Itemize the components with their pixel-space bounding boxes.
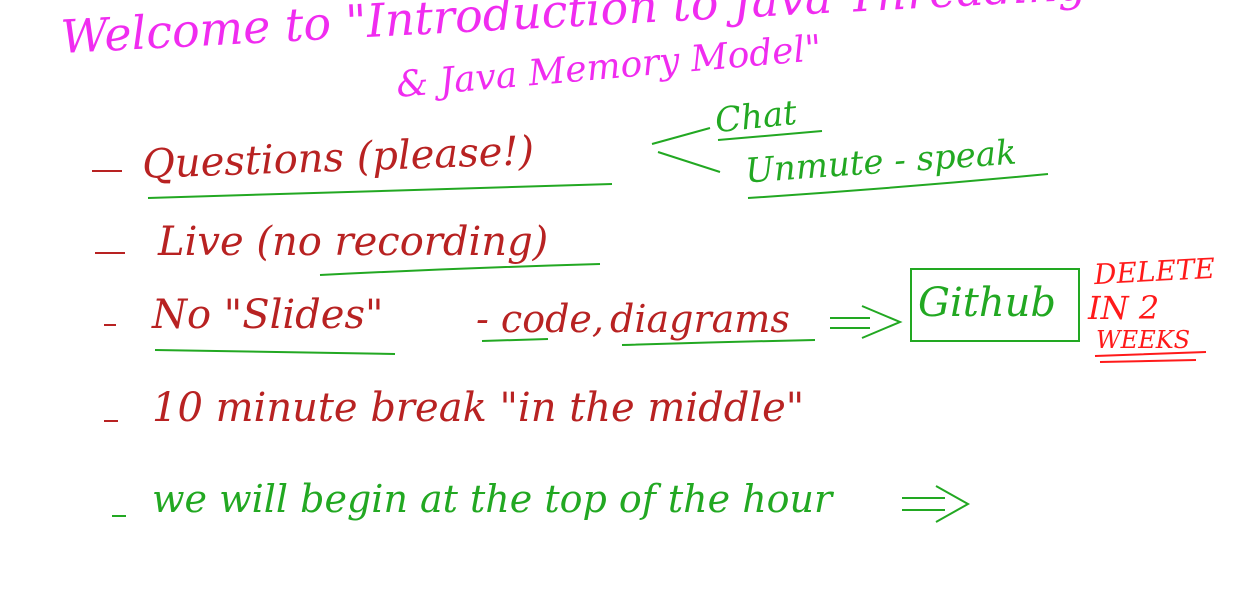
bullet-dash: [92, 170, 122, 172]
arrow-github-icon: [830, 305, 903, 339]
bullet-dash: [104, 324, 116, 326]
arrow-begin-icon: [902, 485, 971, 523]
item-code: - code,: [476, 297, 604, 341]
underline-chat: [717, 130, 823, 141]
arrow-unmute-icon: [657, 151, 721, 173]
arrow-chat-icon: [651, 127, 711, 145]
bullet-dash: [112, 515, 126, 517]
bullet-dash: [95, 252, 125, 254]
item-diagrams: diagrams: [610, 297, 790, 341]
bullet-dash: [104, 420, 118, 422]
item-begin: we will begin at the top of the hour: [152, 477, 833, 521]
github-label: Github: [918, 280, 1056, 326]
underline-slides: [154, 349, 396, 355]
delete-note-line-2: IN 2: [1088, 289, 1160, 327]
underline-recording: [319, 263, 601, 276]
delete-note-line-3: WEEKS: [1096, 326, 1191, 354]
github-box: [910, 268, 1080, 342]
item-break: 10 minute break "in the middle": [152, 385, 805, 431]
item-no-slides: No "Slides": [152, 292, 384, 338]
underline-unmute: [747, 173, 1049, 199]
underline-diagrams: [621, 339, 816, 346]
underline-code: [481, 338, 549, 342]
underline-questions: [147, 183, 613, 199]
item-live: Live (no recording): [158, 219, 549, 265]
underline-weeks: [1094, 351, 1207, 363]
